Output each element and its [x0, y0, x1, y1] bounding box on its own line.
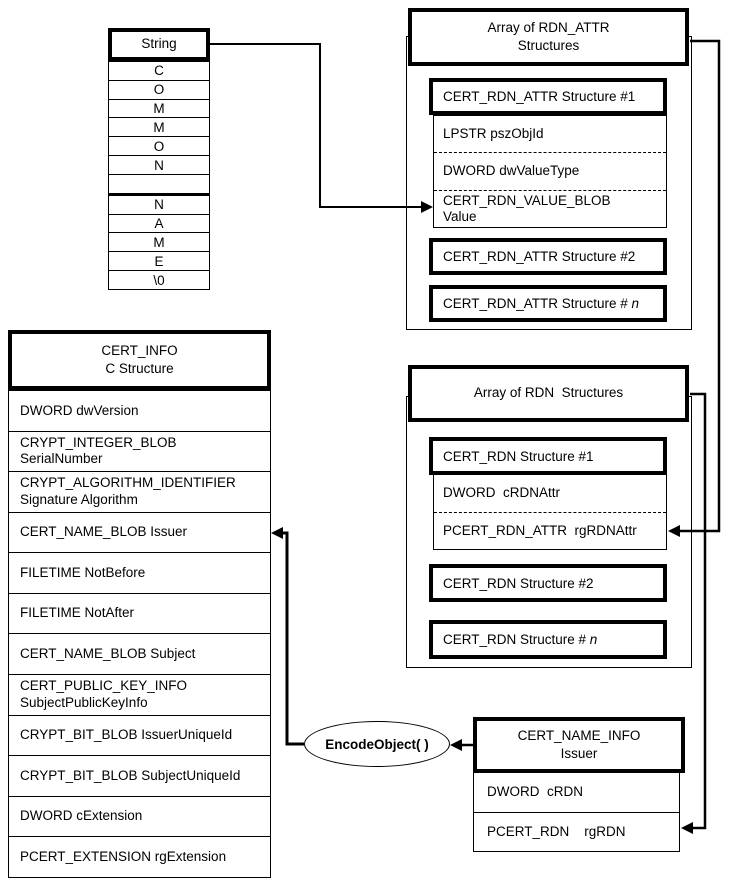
structn-label: CERT_RDN Structure # [443, 632, 590, 647]
string-cell: M [109, 100, 209, 119]
row-cextension: DWORD cExtension [9, 797, 270, 838]
cert-rdn-attr-struct1-fields: LPSTR pszObjId DWORD dwValueType CERT_RD… [433, 115, 667, 228]
string-cell: E [109, 252, 209, 272]
row-issuer: CERT_NAME_BLOB Issuer [9, 513, 270, 554]
string-cell: \0 [153, 272, 165, 288]
row-subject: CERT_NAME_BLOB Subject [9, 634, 270, 676]
row-issueruniqueid: CRYPT_BIT_BLOB IssuerUniqueId [9, 716, 270, 757]
encode-object-label: EncodeObject( ) [325, 736, 429, 752]
certnameinfo-to-encodeobject-arrow [450, 739, 473, 751]
row-notbefore: FILETIME NotBefore [9, 553, 270, 594]
cert-rdn-struct1-box: CERT_RDN Structure #1 [429, 437, 667, 475]
row-dwversion: DWORD dwVersion [9, 391, 270, 432]
encode-object-function: EncodeObject( ) [304, 721, 450, 767]
row-rgrdn: PCERT_RDN rgRDN [487, 823, 626, 839]
rdn-attr-array-title: Array of RDN_ATTR Structures [408, 8, 689, 66]
string-cell-separator [109, 175, 209, 196]
string-cell: A [109, 215, 209, 234]
row-crdn: DWORD cRDN [474, 773, 679, 813]
field-pszobjid: LPSTR pszObjId [434, 116, 666, 154]
string-to-value-arrow [210, 43, 433, 213]
rdn-array-title: Array of RDN Structures [408, 365, 689, 422]
row-rgextension: PCERT_EXTENSION rgExtension [20, 848, 227, 864]
string-cell: M [109, 233, 209, 253]
cert-rdn-struct1-fields: DWORD cRDNAttr PCERT_RDN_ATTR rgRDNAttr [433, 474, 667, 550]
structn-variable: n [589, 632, 598, 647]
cert-rdn-attr-structn-box: CERT_RDN_ATTR Structure # n [429, 285, 667, 322]
string-cell-list: C O M M O N N A M E \0 [108, 61, 210, 290]
cert-rdn-attr-struct1-box: CERT_RDN_ATTR Structure #1 [429, 78, 667, 115]
structn-variable: n [631, 296, 640, 311]
string-cell: O [109, 137, 209, 157]
field-dwvaluetype: DWORD dwValueType [434, 153, 666, 191]
cert-rdn-struct2-box: CERT_RDN Structure #2 [429, 564, 667, 602]
field-rgrdnattr: PCERT_RDN_ATTR rgRDNAttr [443, 522, 637, 538]
cert-info-rows: DWORD dwVersion CRYPT_INTEGER_BLOB Seria… [8, 390, 271, 878]
row-notafter: FILETIME NotAfter [9, 594, 270, 635]
string-cell: N [109, 196, 209, 215]
encodeobject-to-issuer-arrow [271, 527, 304, 746]
cert-name-info-title: CERT_NAME_INFO Issuer [473, 717, 685, 773]
string-cell: M [109, 118, 209, 138]
string-cell: C [109, 62, 209, 81]
field-crdnattr: DWORD cRDNAttr [434, 475, 666, 513]
string-cell: O [109, 81, 209, 100]
cert-name-info-rows: DWORD cRDN PCERT_RDN rgRDN [473, 772, 680, 852]
string-box-title: String [108, 28, 210, 61]
structn-label: CERT_RDN_ATTR Structure # [443, 296, 632, 311]
cert-info-title: CERT_INFO C Structure [8, 330, 271, 390]
field-value-blob: CERT_RDN_VALUE_BLOB Value [443, 192, 611, 224]
row-subjectpublickeyinfo: CERT_PUBLIC_KEY_INFO SubjectPublicKeyInf… [9, 675, 270, 716]
string-cell: N [109, 156, 209, 175]
cert-rdn-attr-struct2-box: CERT_RDN_ATTR Structure #2 [429, 238, 667, 275]
row-signature-algorithm: CRYPT_ALGORITHM_IDENTIFIER Signature Alg… [9, 472, 270, 513]
cert-rdn-structn-box: CERT_RDN Structure # n [429, 620, 667, 659]
row-subjectuniqueid: CRYPT_BIT_BLOB SubjectUniqueId [9, 756, 270, 797]
row-serialnumber: CRYPT_INTEGER_BLOB SerialNumber [9, 432, 270, 473]
